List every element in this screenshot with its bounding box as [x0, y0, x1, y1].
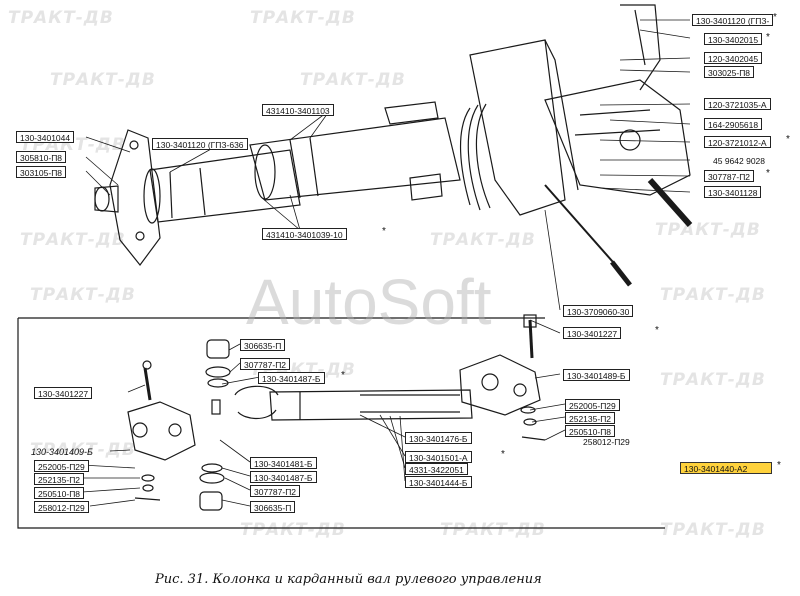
watermark-text: ТРАКТ-ДВ [430, 230, 536, 250]
star-mark: * [501, 449, 505, 460]
leader-lines [81, 19, 691, 507]
watermark-text: ТРАКТ-ДВ [30, 285, 136, 305]
label-130-3402015[interactable]: 130-3402015 [704, 33, 763, 45]
right-yoke [459, 314, 546, 441]
label-130-3401487-b-bottom[interactable]: 130-3401487-Б [250, 471, 317, 483]
label-130-3401489-b[interactable]: 130-3401489-Б [563, 369, 630, 381]
watermark-text: ТРАКТ-ДВ [660, 285, 766, 305]
label-431410-3401103[interactable]: 431410-3401103 [262, 104, 334, 116]
star-mark: * [341, 370, 345, 381]
shaft-housing [143, 149, 301, 224]
watermark-text: ТРАКТ-ДВ [50, 70, 156, 90]
label-120-3402045[interactable]: 120-3402045 [704, 52, 763, 64]
watermark-text: ТРАКТ-ДВ [240, 520, 346, 540]
label-250510-p8-right[interactable]: 250510-П8 [565, 425, 616, 437]
label-305810-p8[interactable]: 305810-П8 [16, 151, 67, 163]
watermark-text: ТРАКТ-ДВ [660, 520, 766, 540]
label-252135-p2-left[interactable]: 252135-П2 [34, 473, 85, 485]
label-4331-3422051[interactable]: 4331-3422051 [405, 463, 468, 475]
star-mark: * [773, 12, 777, 23]
watermark-text: ТРАКТ-ДВ [660, 370, 766, 390]
label-130-3401440-a2-highlighted[interactable]: 130-3401440-А2 [680, 462, 772, 474]
bearing-caps [134, 339, 231, 511]
label-130-3401120-gpz-636[interactable]: 130-3401120 (ГПЗ-636 [152, 138, 248, 150]
watermark-text: ТРАКТ-ДВ [440, 520, 546, 540]
cardan-shaft [234, 385, 473, 421]
label-307787-p2-top[interactable]: 307787-П2 [704, 170, 755, 182]
label-303025-p8[interactable]: 303025-П8 [704, 66, 755, 78]
label-307787-p2-bottom[interactable]: 307787-П2 [250, 485, 301, 497]
label-252005-p29-right[interactable]: 252005-П29 [565, 399, 620, 411]
star-mark: * [655, 325, 659, 336]
label-130-3401487-b-top[interactable]: 130-3401487-Б [258, 372, 325, 384]
watermark-text: ТРАКТ-ДВ [655, 220, 761, 240]
watermark-autosoft: AutoSoft [246, 266, 492, 338]
label-130-3401444-b[interactable]: 130-3401444-Б [405, 476, 472, 488]
label-250510-p8-left[interactable]: 250510-П8 [34, 487, 85, 499]
label-130-3401044[interactable]: 130-3401044 [16, 131, 75, 143]
label-130-3401481-b[interactable]: 130-3401481-Б [250, 457, 317, 469]
label-164-2905618[interactable]: 164-2905618 [704, 118, 763, 130]
label-130-3401227-lower[interactable]: 130-3401227 [34, 387, 93, 399]
label-307787-p2-lower[interactable]: 307787-П2 [240, 358, 291, 370]
middle-tube [249, 101, 461, 201]
left-yoke [127, 360, 196, 461]
watermark-text: ТРАКТ-ДВ [250, 8, 356, 28]
label-130-3401227-upper[interactable]: 130-3401227 [563, 327, 622, 339]
column-housing [469, 39, 632, 287]
label-45-9642-9028[interactable]: 45 9642 9028 [713, 156, 765, 166]
star-mark: * [786, 134, 790, 145]
watermark-text: ТРАКТ-ДВ [20, 230, 126, 250]
star-mark: * [382, 226, 386, 237]
lower-frame [17, 318, 665, 529]
star-mark: * [766, 168, 770, 179]
label-130-3401476-b[interactable]: 130-3401476-Б [405, 432, 472, 444]
label-130-3709060-30[interactable]: 130-3709060-30 [563, 305, 634, 317]
label-252135-p2-right[interactable]: 252135-П2 [565, 412, 616, 424]
label-120-3721035-a[interactable]: 120-3721035-А [704, 98, 771, 110]
label-120-3721012-a[interactable]: 120-3721012-А [704, 136, 771, 148]
label-252005-p29-left[interactable]: 252005-П29 [34, 460, 89, 472]
label-306635-p-bottom[interactable]: 306635-П [250, 501, 296, 513]
label-130-3401409-b[interactable]: 130-3401409-Б [31, 447, 93, 457]
label-130-3401128[interactable]: 130-3401128 [704, 186, 762, 198]
figure-caption: Рис. 31. Колонка и карданный вал рулевог… [155, 572, 542, 587]
watermark-text: ТРАКТ-ДВ [30, 440, 136, 460]
watermark-text: ТРАКТ-ДВ [8, 8, 114, 28]
watermark-text: ТРАКТ-ДВ [300, 70, 406, 90]
star-mark: * [766, 32, 770, 43]
label-258012-p29-left[interactable]: 258012-П29 [34, 501, 89, 513]
label-258012-p29-right[interactable]: 258012-П29 [583, 437, 630, 447]
label-130-3401501-a[interactable]: 130-3401501-А [405, 451, 472, 463]
star-mark: * [777, 460, 781, 471]
label-431410-3401039-10[interactable]: 431410-3401039-10 [262, 228, 347, 240]
label-130-3401120-gpz[interactable]: 130-3401120 (ГПЗ- [692, 14, 774, 26]
label-303105-p8[interactable]: 303105-П8 [16, 166, 67, 178]
label-306635-p-top[interactable]: 306635-П [240, 339, 286, 351]
wheel-hub [544, 4, 693, 227]
flange-bracket [94, 129, 161, 266]
